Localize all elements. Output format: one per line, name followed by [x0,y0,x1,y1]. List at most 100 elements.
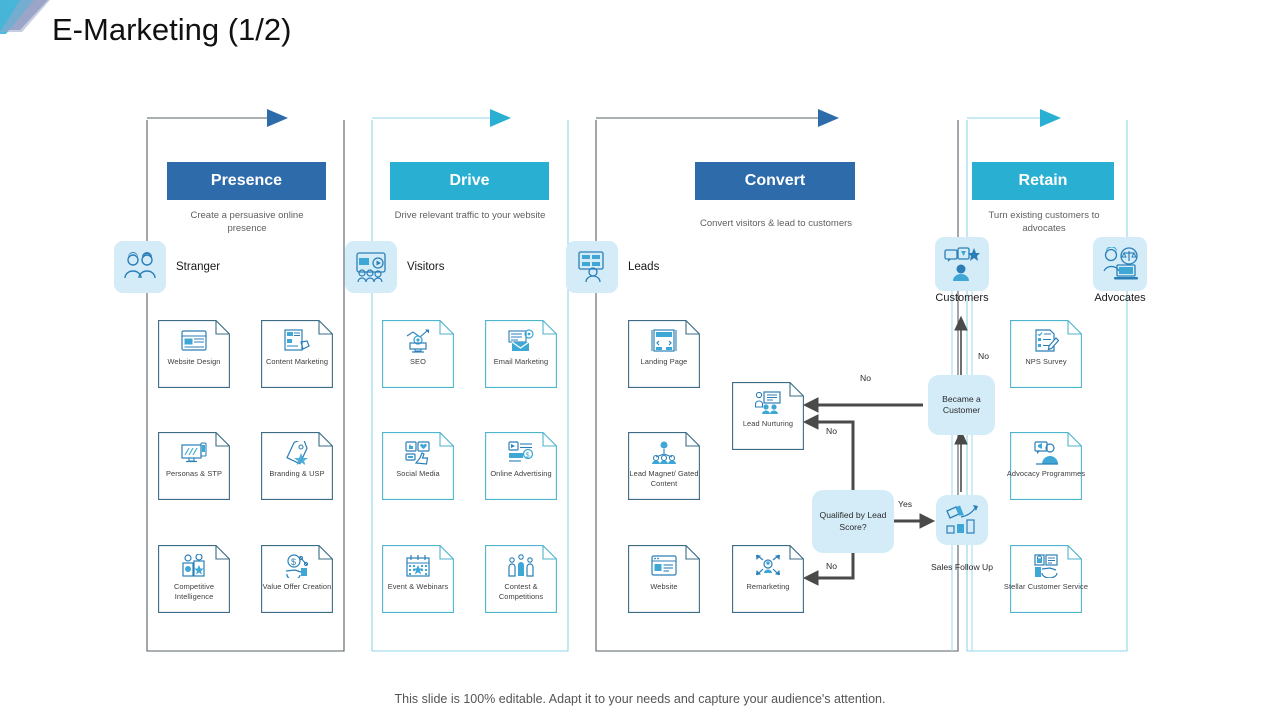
column-subtitle-convert: Convert visitors & lead to customers [699,218,853,229]
card-label: Website [650,582,678,591]
node-became-a-customer[interactable]: Became a Customer [928,375,995,435]
retain-rails [951,290,973,651]
calendar-star-icon [406,555,430,577]
card-branding-usp[interactable]: Branding & USP [261,432,333,500]
persona-leads[interactable]: Leads [566,241,659,293]
video-audience-icon [345,241,397,293]
card-competitive-intelligence[interactable]: Competitive Intelligence [158,545,230,613]
column-header-presence-label: Presence [210,172,283,189]
column-header-drive: Drive [390,162,549,200]
flow-label-no-customer: No [978,351,989,361]
decision-qualified-by-lead-score[interactable]: Qualified by Lead Score? [812,490,894,553]
card-online-advertising[interactable]: $ Online Advertising [485,432,557,500]
persona-visitors-label: Visitors [407,261,445,273]
card-email-marketing[interactable]: Email Marketing [485,320,557,388]
persona-stranger-label: Stranger [176,261,221,273]
flow-label-yes: Yes [898,499,913,509]
column-subtitle-retain: Turn existing customers to advocates [988,210,1100,234]
card-label: NPS Survey [1025,357,1067,366]
competitor-badges-icon [182,554,205,577]
persona-advocates-label: Advocates [1094,292,1146,304]
column-header-retain-label: Retain [1018,172,1068,189]
card-landing-page[interactable]: Landing Page [628,320,700,388]
dollar-percent-hand-icon: $ [285,554,309,578]
card-label: Lead Nurturing [742,419,794,428]
card-website-design[interactable]: Website Design [158,320,230,388]
remarketing-target-icon [756,554,780,576]
svg-text:$: $ [526,452,530,459]
card-social-media[interactable]: Social Media [382,432,454,500]
website-layout-icon [181,330,207,351]
sales-megaphone-growth-icon [946,505,978,534]
node-sales-follow-up[interactable] [936,495,988,545]
social-like-heart-icon [405,441,430,465]
card-label: Website Design [167,357,221,366]
service-hand-lock-icon [1034,554,1058,578]
lead-profile-icon [566,241,618,293]
card-content-marketing[interactable]: Content Marketing [261,320,333,388]
persona-leads-label: Leads [628,261,660,273]
persona-stranger[interactable]: Stranger [114,241,220,293]
landing-page-icon [651,329,677,352]
column-header-convert-label: Convert [744,172,806,189]
sales-follow-up-text: Sales Follow Up [930,562,994,572]
card-label: Social Media [396,469,440,478]
card-label: Contest & Competitions [498,582,544,601]
card-label: SEO [410,357,426,366]
price-tag-star-icon [286,441,308,465]
card-lead-magnet[interactable]: Lead Magnet/ Gated Content [628,432,700,500]
lead-nurturing-icon [755,391,781,414]
column-header-drive-label: Drive [449,172,490,189]
card-label: Email Marketing [493,357,549,366]
survey-checklist-icon [1035,329,1059,352]
card-value-offer-creation[interactable]: $ Value Offer Creation [261,545,333,613]
card-personas-stp[interactable]: Personas & STP [158,432,230,500]
became-customer-label: Became a Customer [942,393,981,416]
advocate-laptop-icon [1093,237,1147,291]
card-stellar-customer-service[interactable]: Stellar Customer Service [1004,545,1088,613]
customer-review-icon [935,237,989,291]
card-label: Branding & USP [269,469,325,478]
card-label: Content Marketing [265,357,329,366]
megaphone-ad-icon: $ [508,441,534,462]
svg-text:$: $ [291,557,296,567]
card-event-webinars[interactable]: Event & Webinars [382,545,454,613]
browser-window-icon [651,555,677,576]
persona-customers-label: Customers [935,292,989,304]
footer-note: This slide is 100% editable. Adapt it to… [394,692,886,706]
advocacy-speaker-icon [1034,441,1058,465]
card-website[interactable]: Website [628,545,700,613]
card-label: Personas & STP [165,469,223,478]
card-label: Stellar Customer Service [1003,582,1089,591]
page-title: E-Marketing (1/2) [52,12,292,47]
card-lead-nurturing[interactable]: Lead Nurturing [732,382,804,450]
card-label: Value Offer Creation [262,582,332,591]
column-subtitle-drive: Drive relevant traffic to your website [394,210,546,221]
monitor-chart-icon [181,442,207,463]
card-nps-survey[interactable]: NPS Survey [1010,320,1082,388]
lead-magnet-network-icon [652,441,676,464]
persona-visitors[interactable]: Visitors [345,241,445,293]
flow-label-no-nurture: No [826,426,837,436]
persona-advocates[interactable] [1093,237,1147,291]
two-people-icon [114,241,166,293]
persona-customers[interactable] [935,237,989,291]
column-header-retain: Retain [972,162,1114,200]
column-subtitle-presence: Create a persuasive online presence [190,210,304,234]
card-seo[interactable]: SEO [382,320,454,388]
card-label: Remarketing [746,582,790,591]
card-advocacy-programmes[interactable]: Advocacy Programmes [1007,432,1085,500]
sales-follow-up-label: Sales Follow Up [906,562,1018,573]
card-label: Lead Magnet/ Gated Content [629,469,699,488]
card-remarketing[interactable]: Remarketing [732,545,804,613]
flow-label-no-top: No [860,373,871,383]
card-label: Competitive Intelligence [173,582,215,601]
card-contest-competitions[interactable]: Contest & Competitions [485,545,557,613]
card-label: Online Advertising [490,469,552,478]
card-label: Advocacy Programmes [1006,469,1086,478]
decision-label: Qualified by Lead Score? [819,510,887,532]
flow-label-no-remarket: No [826,561,837,571]
corner-decoration-icon [0,0,50,34]
podium-winners-icon [508,554,534,577]
